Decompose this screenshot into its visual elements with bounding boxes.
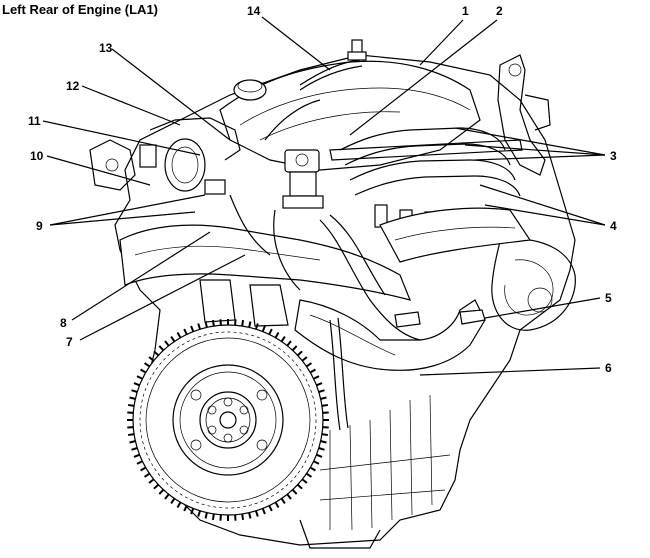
flywheel-tooth (280, 497, 286, 505)
flywheel-tooth (241, 319, 245, 327)
flywheel-tooth (291, 345, 298, 352)
flywheel-tooth (197, 323, 201, 330)
flywheel-tooth (176, 501, 182, 508)
flywheel-tooth (274, 332, 280, 339)
flywheel-tooth (140, 466, 147, 472)
flywheel-tooth (313, 375, 320, 380)
flywheel-tooth (261, 325, 266, 332)
flywheel-tooth (183, 328, 188, 335)
callout-12: 12 (66, 79, 80, 93)
flywheel-tooth (190, 508, 195, 515)
flywheel-tooth (301, 356, 308, 362)
flywheel-tooth (305, 472, 313, 478)
flywheel-tooth (204, 321, 208, 328)
flywheel-tooth (127, 433, 135, 437)
flywheel-tooth (129, 396, 136, 400)
flywheel-tooth (320, 396, 327, 400)
callout-1: 1 (462, 4, 469, 18)
flywheel-tooth (280, 335, 286, 343)
flywheel (132, 324, 324, 516)
flywheel-tooth (131, 447, 138, 451)
flywheel-tooth (286, 493, 292, 500)
flywheel-tooth (318, 447, 325, 451)
flywheel-tooth (301, 478, 308, 484)
flywheel-tooth (136, 460, 143, 465)
flywheel-tooth (190, 325, 195, 332)
flywheel-tooth (148, 478, 155, 484)
flywheel-tooth (241, 513, 245, 521)
callout-7: 7 (66, 335, 73, 349)
flywheel-tooth (170, 335, 176, 343)
flywheel-tooth (248, 321, 252, 328)
flywheel-tooth (170, 497, 176, 505)
leader-lines (42, 16, 606, 376)
callout-4: 4 (610, 219, 617, 233)
flywheel-tooth (305, 362, 313, 368)
flywheel-tooth (309, 466, 316, 472)
callout-10: 10 (30, 149, 44, 163)
flywheel-tooth (133, 382, 140, 387)
flywheel-tooth (309, 368, 316, 374)
callout-8: 8 (60, 316, 67, 330)
flywheel-tooth (158, 488, 165, 495)
flywheel-tooth (274, 501, 280, 508)
flywheel-tooth (131, 389, 138, 393)
flywheel-tooth (143, 362, 151, 368)
hoses-and-wiring (229, 59, 532, 431)
flywheel-tooth (164, 340, 170, 347)
flywheel-tooth (183, 505, 188, 512)
callout-5: 5 (605, 291, 612, 305)
diagram-title: Left Rear of Engine (LA1) (2, 2, 159, 17)
flywheel-tooth (140, 368, 147, 374)
flywheel-tooth (268, 328, 273, 335)
flywheel-tooth (313, 460, 320, 465)
flywheel-tooth (158, 345, 165, 352)
flywheel-tooth (129, 440, 136, 444)
flywheel-tooth (153, 483, 160, 490)
flywheel-tooth (133, 453, 140, 458)
callout-9: 9 (36, 219, 43, 233)
flywheel-tooth (296, 350, 303, 357)
flywheel-tooth (261, 508, 266, 515)
callout-11: 11 (28, 114, 41, 128)
flywheel-tooth (291, 488, 298, 495)
flywheel-tooth (143, 472, 151, 478)
callout-14: 14 (247, 4, 261, 18)
flywheel-tooth (255, 323, 259, 330)
flywheel-tooth (296, 483, 303, 490)
flywheel-tooth (255, 510, 259, 517)
flywheel-tooth (148, 356, 155, 362)
flywheel-tooth (204, 512, 208, 519)
flywheel-tooth (321, 433, 329, 437)
flywheel-tooth (316, 382, 323, 387)
flywheel-tooth (286, 340, 292, 347)
flywheel-tooth (153, 350, 160, 357)
callout-6: 6 (605, 361, 612, 375)
flywheel-tooth (318, 389, 325, 393)
flywheel-tooth (197, 510, 201, 517)
flywheel-tooth (164, 493, 170, 500)
intake-manifold (219, 39, 523, 197)
flywheel-tooth (127, 403, 135, 407)
callout-13: 13 (99, 41, 113, 55)
flywheel-tooth (268, 505, 273, 512)
flywheel-tooth (211, 513, 215, 521)
flywheel-tooth (211, 319, 215, 327)
callout-labels: 14 1 2 3 4 5 6 7 8 9 10 11 12 13 (28, 4, 617, 375)
callout-2: 2 (496, 4, 503, 18)
flywheel-tooth (176, 332, 182, 339)
flywheel-tooth (316, 453, 323, 458)
flywheel-tooth (321, 403, 329, 407)
flywheel-tooth (248, 512, 252, 519)
flywheel-tooth (320, 440, 327, 444)
flywheel-tooth (136, 375, 143, 380)
flywheel-teeth (127, 319, 329, 521)
callout-3: 3 (610, 149, 617, 163)
